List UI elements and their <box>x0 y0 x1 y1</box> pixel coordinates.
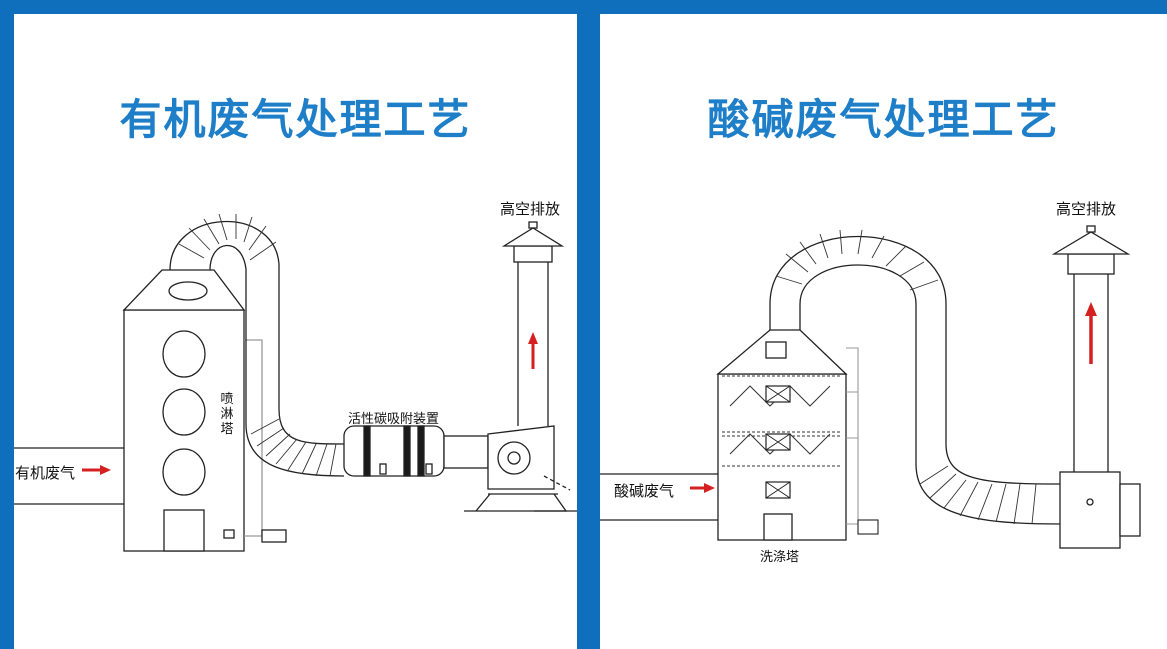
carbon-outlet-duct <box>443 435 489 469</box>
pump-left <box>261 529 287 543</box>
tower-top-port <box>168 281 208 301</box>
fan-motor <box>1119 483 1141 537</box>
inlet-arrow-head <box>100 465 111 475</box>
carbon-drain-2 <box>425 463 433 475</box>
organic-inlet-label: 有机废气 <box>15 464 76 482</box>
flow-arrows <box>82 332 538 475</box>
tower-window-1 <box>162 330 206 378</box>
carbon-section-1 <box>363 425 371 477</box>
acid-base-inlet-label: 酸碱废气 <box>614 482 675 500</box>
carbon-section-3 <box>417 425 425 477</box>
spray-pipe <box>846 347 859 525</box>
organic-process-title: 有机废气处理工艺 <box>119 95 472 144</box>
exhaust-stack-pipe <box>1073 274 1109 472</box>
organic-process-diagram <box>14 213 577 552</box>
spray-tower-label: 喷淋塔 <box>220 392 234 437</box>
scrubber-door <box>763 513 793 541</box>
gooseneck-duct <box>169 220 345 477</box>
inlet-duct <box>600 473 718 521</box>
recirculation-pipe <box>244 339 263 537</box>
carbon-adsorber-label: 活性碳吸附装置 <box>348 412 440 427</box>
acid-base-process-diagram <box>600 225 1141 549</box>
fan-hub <box>507 451 521 465</box>
tower-access-door <box>163 509 205 552</box>
gooseneck-duct <box>769 236 1061 525</box>
scrubber-tower-label: 洗涤塔 <box>760 550 800 565</box>
inlet-arrow-head <box>704 483 715 493</box>
scrubber-top-window <box>765 341 787 359</box>
pump-right <box>857 519 879 535</box>
tower-window-3 <box>162 448 206 496</box>
fan-shaft <box>1086 498 1094 506</box>
duct-ribs <box>178 213 337 477</box>
stack-cap-knob <box>528 221 538 229</box>
fan-support <box>543 475 571 491</box>
stack-rain-cap-box <box>1067 253 1115 275</box>
acid-base-process-title: 酸碱废气处理工艺 <box>707 95 1060 144</box>
pump-motor-left <box>223 529 235 539</box>
duct-ribs <box>775 229 1037 525</box>
tower-window-2 <box>162 388 206 436</box>
exhaust-arrow-head <box>528 332 538 344</box>
acid-base-process-panel: 酸碱废气处理工艺 <box>600 14 1167 649</box>
carbon-section-2 <box>403 425 411 477</box>
exhaust-arrow-head <box>1085 302 1097 316</box>
stack-rain-cap <box>1051 231 1131 255</box>
inlet-duct <box>14 447 124 505</box>
fan-housing <box>1059 471 1121 549</box>
stack-rain-cap <box>501 227 565 247</box>
organic-process-panel: 有机废气处理工艺 <box>14 14 577 649</box>
left-exhaust-label: 高空排放 <box>500 200 561 218</box>
flow-arrows <box>690 302 1097 493</box>
carbon-drain-1 <box>379 463 387 475</box>
fan-base <box>475 493 568 512</box>
stack-cap-knob <box>1086 225 1096 233</box>
exhaust-stack-pipe <box>517 262 549 426</box>
stack-rain-cap-box <box>513 245 553 263</box>
right-exhaust-label: 高空排放 <box>1056 200 1117 218</box>
